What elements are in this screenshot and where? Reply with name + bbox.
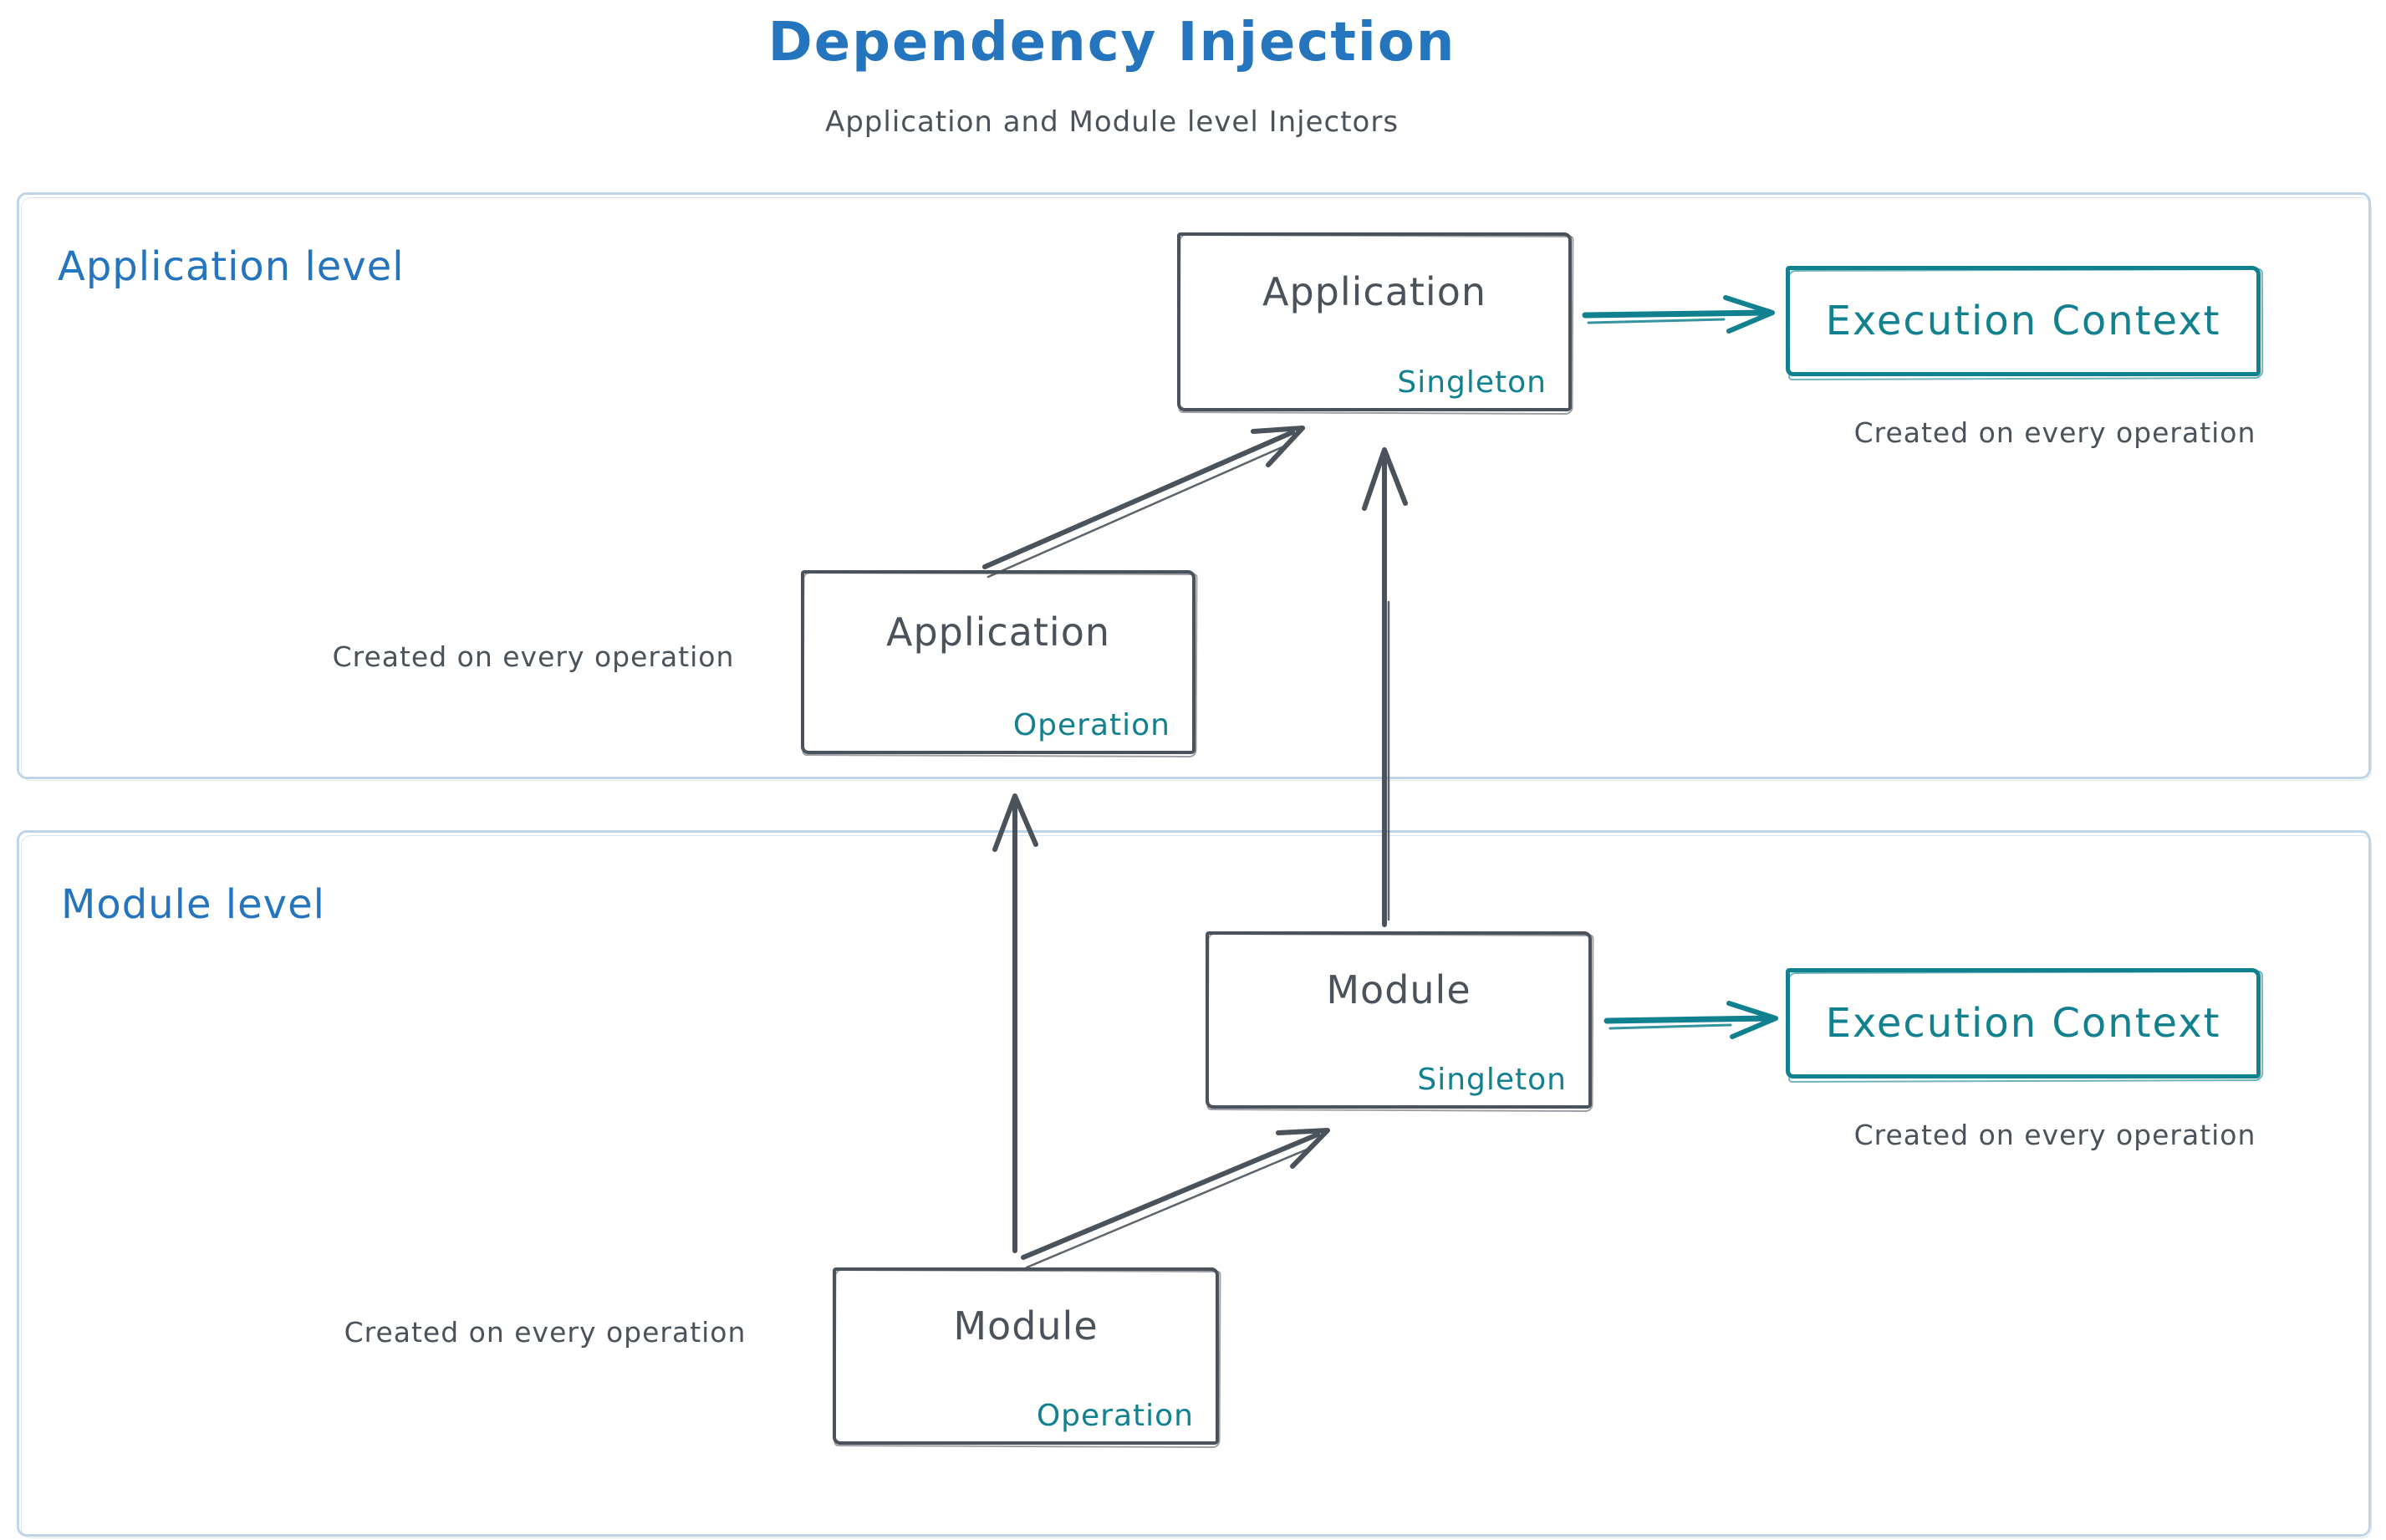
module-level-container: Module level bbox=[17, 830, 2371, 1537]
module-operation-box: Module Operation bbox=[833, 1267, 1219, 1445]
application-operation-scope: Operation bbox=[1012, 708, 1170, 742]
module-operation-name: Module bbox=[953, 1303, 1099, 1349]
module-operation-caption: Created on every operation bbox=[344, 1316, 747, 1349]
application-singleton-scope: Singleton bbox=[1397, 365, 1547, 400]
application-level-container: Application level bbox=[17, 192, 2371, 779]
module-singleton-name: Module bbox=[1326, 967, 1471, 1012]
page-subtitle: Application and Module level Injectors bbox=[824, 105, 1399, 139]
execution-context-module-caption: Created on every operation bbox=[1853, 1119, 2256, 1151]
module-singleton-box: Module Singleton bbox=[1206, 931, 1592, 1109]
application-singleton-box: Application Singleton bbox=[1177, 232, 1572, 411]
application-singleton-name: Application bbox=[1262, 269, 1487, 314]
module-singleton-scope: Singleton bbox=[1417, 1063, 1567, 1097]
execution-context-application-label: Execution Context bbox=[1825, 298, 2221, 344]
application-operation-box: Application Operation bbox=[801, 570, 1196, 754]
module-operation-scope: Operation bbox=[1036, 1399, 1194, 1433]
application-operation-name: Application bbox=[885, 609, 1111, 655]
module-level-label: Module level bbox=[61, 881, 325, 928]
execution-context-module-box: Execution Context bbox=[1786, 968, 2261, 1079]
page-title: Dependency Injection bbox=[767, 12, 1456, 74]
execution-context-application-caption: Created on every operation bbox=[1853, 416, 2256, 449]
execution-context-application-box: Execution Context bbox=[1786, 266, 2261, 376]
application-level-label: Application level bbox=[58, 243, 405, 290]
execution-context-module-label: Execution Context bbox=[1825, 1000, 2221, 1047]
application-operation-caption: Created on every operation bbox=[332, 640, 735, 673]
